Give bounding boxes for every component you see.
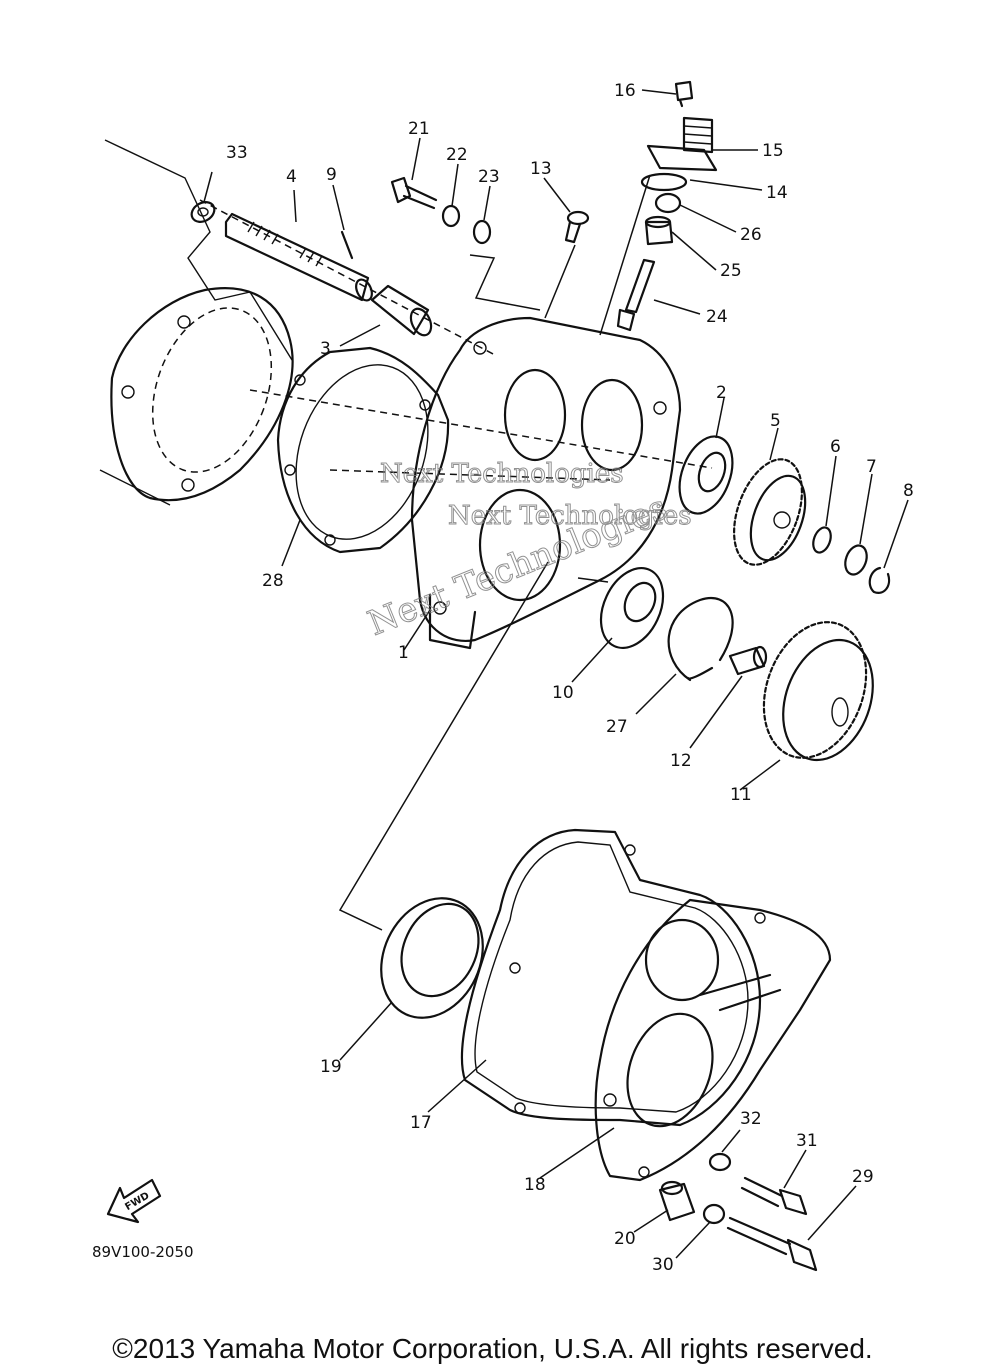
callout-1: 1 xyxy=(398,643,409,663)
part-31-bolt xyxy=(740,1176,808,1216)
callout-labels: 1 2 3 4 5 6 7 8 9 10 11 12 13 14 15 16 1… xyxy=(226,81,914,1275)
callout-15: 15 xyxy=(762,141,784,161)
engine-case-outline xyxy=(99,139,294,506)
copyright-notice: ©2013 Yamaha Motor Corporation, U.S.A. A… xyxy=(112,1333,873,1364)
part-14-oring xyxy=(640,172,688,192)
callout-27: 27 xyxy=(606,717,628,737)
part-16-screw xyxy=(674,80,694,108)
callout-5: 5 xyxy=(770,411,781,431)
watermark-text-1: Next Technologies xyxy=(380,459,624,489)
part-21-bolt xyxy=(390,176,438,210)
callout-16: 16 xyxy=(614,81,636,101)
leader-lines xyxy=(203,89,909,1259)
part-29-bolt xyxy=(726,1216,818,1272)
part-33-washer xyxy=(190,201,216,223)
part-15-fitting xyxy=(646,116,718,172)
callout-6: 6 xyxy=(830,437,841,457)
part-11-gear xyxy=(762,621,874,762)
callout-24: 24 xyxy=(706,307,728,327)
fwd-arrow-icon: FWD xyxy=(106,1178,162,1224)
callout-21: 21 xyxy=(408,119,430,139)
part-18-cover xyxy=(594,898,832,1182)
part-20-dowel xyxy=(658,1180,696,1222)
part-24-drive-gear-shaft xyxy=(616,258,656,332)
part-23-washer xyxy=(472,219,492,245)
part-17-gasket xyxy=(460,828,762,1127)
part-3-collar xyxy=(370,284,433,337)
callout-7: 7 xyxy=(866,457,877,477)
callout-33: 33 xyxy=(226,143,248,163)
callout-25: 25 xyxy=(720,261,742,281)
part-1-housing xyxy=(410,316,682,650)
part-19-oil-seal xyxy=(380,897,484,1019)
callout-26: 26 xyxy=(740,225,762,245)
part-2-bearing xyxy=(678,435,734,515)
part-13-screw xyxy=(564,210,590,244)
watermark-text-2: Next Technologies xyxy=(448,501,692,531)
callout-11: 11 xyxy=(730,785,752,805)
callout-31: 31 xyxy=(796,1131,818,1151)
part-10-bearing xyxy=(599,567,665,649)
part-6-key xyxy=(812,526,832,554)
callout-29: 29 xyxy=(852,1167,874,1187)
part-9-pin xyxy=(340,230,354,260)
callout-10: 10 xyxy=(552,683,574,703)
drawing-code: 89V100-2050 xyxy=(92,1243,194,1261)
callout-23: 23 xyxy=(478,167,500,187)
callout-32: 32 xyxy=(740,1109,762,1129)
part-28-gasket xyxy=(276,346,450,554)
callout-19: 19 xyxy=(320,1057,342,1077)
part-32-washer xyxy=(708,1152,732,1172)
callout-9: 9 xyxy=(326,165,337,185)
callout-4: 4 xyxy=(286,167,297,187)
callout-20: 20 xyxy=(614,1229,636,1249)
part-8-circlip xyxy=(868,566,891,594)
part-5-gear xyxy=(733,458,807,566)
part-27-circlip xyxy=(667,597,734,682)
callout-14: 14 xyxy=(766,183,788,203)
part-22-washer xyxy=(441,204,461,228)
callout-3: 3 xyxy=(320,339,331,359)
callout-28: 28 xyxy=(262,571,284,591)
part-7-washer xyxy=(844,544,868,576)
callout-18: 18 xyxy=(524,1175,546,1195)
alignment-lines xyxy=(199,174,713,931)
callout-12: 12 xyxy=(670,751,692,771)
callout-30: 30 xyxy=(652,1255,674,1275)
callout-13: 13 xyxy=(530,159,552,179)
callout-17: 17 xyxy=(410,1113,432,1133)
callout-8: 8 xyxy=(903,481,914,501)
callout-22: 22 xyxy=(446,145,468,165)
part-25-bushing xyxy=(644,215,674,246)
part-12-pin xyxy=(728,645,768,676)
part-26-seal xyxy=(654,192,682,214)
part-30-washer xyxy=(702,1203,726,1225)
callout-2: 2 xyxy=(716,383,727,403)
